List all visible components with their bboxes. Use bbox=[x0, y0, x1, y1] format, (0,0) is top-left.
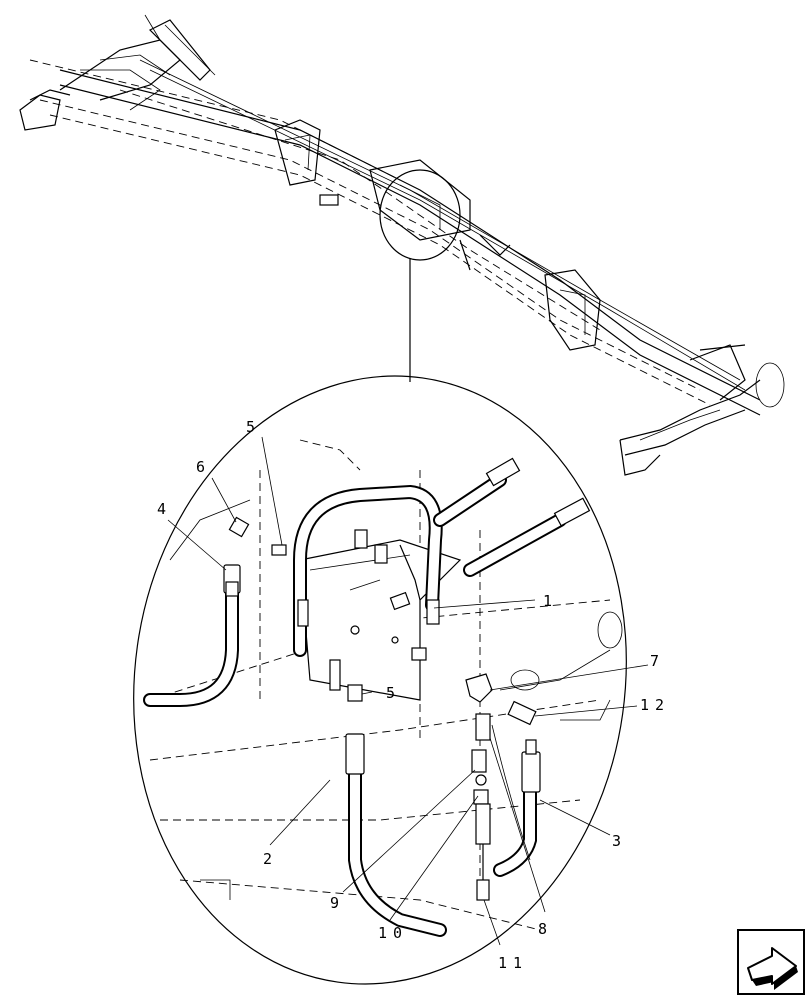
callout-10: 10 bbox=[378, 924, 408, 942]
callout-12: 12 bbox=[640, 696, 670, 714]
callout-11: 11 bbox=[498, 954, 528, 972]
callout-6: 6 bbox=[196, 458, 211, 476]
next-page-button[interactable] bbox=[737, 929, 805, 995]
callout-1: 1 bbox=[543, 592, 558, 610]
detail-marker-circle bbox=[379, 169, 461, 261]
next-page-arrow-icon bbox=[747, 947, 798, 990]
callout-5b: 5 bbox=[386, 684, 401, 702]
callout-labels: 1 2 3 4 5 5 6 7 8 9 10 11 12 bbox=[157, 418, 670, 972]
callout-8: 8 bbox=[538, 920, 553, 938]
callout-5a: 5 bbox=[246, 418, 261, 436]
callout-4: 4 bbox=[157, 500, 172, 518]
callout-2: 2 bbox=[263, 850, 278, 868]
callout-3: 3 bbox=[612, 832, 627, 850]
callout-7: 7 bbox=[650, 652, 665, 670]
boom-assembly bbox=[19, 14, 785, 476]
detail-view bbox=[133, 375, 649, 985]
callout-9: 9 bbox=[330, 894, 345, 912]
